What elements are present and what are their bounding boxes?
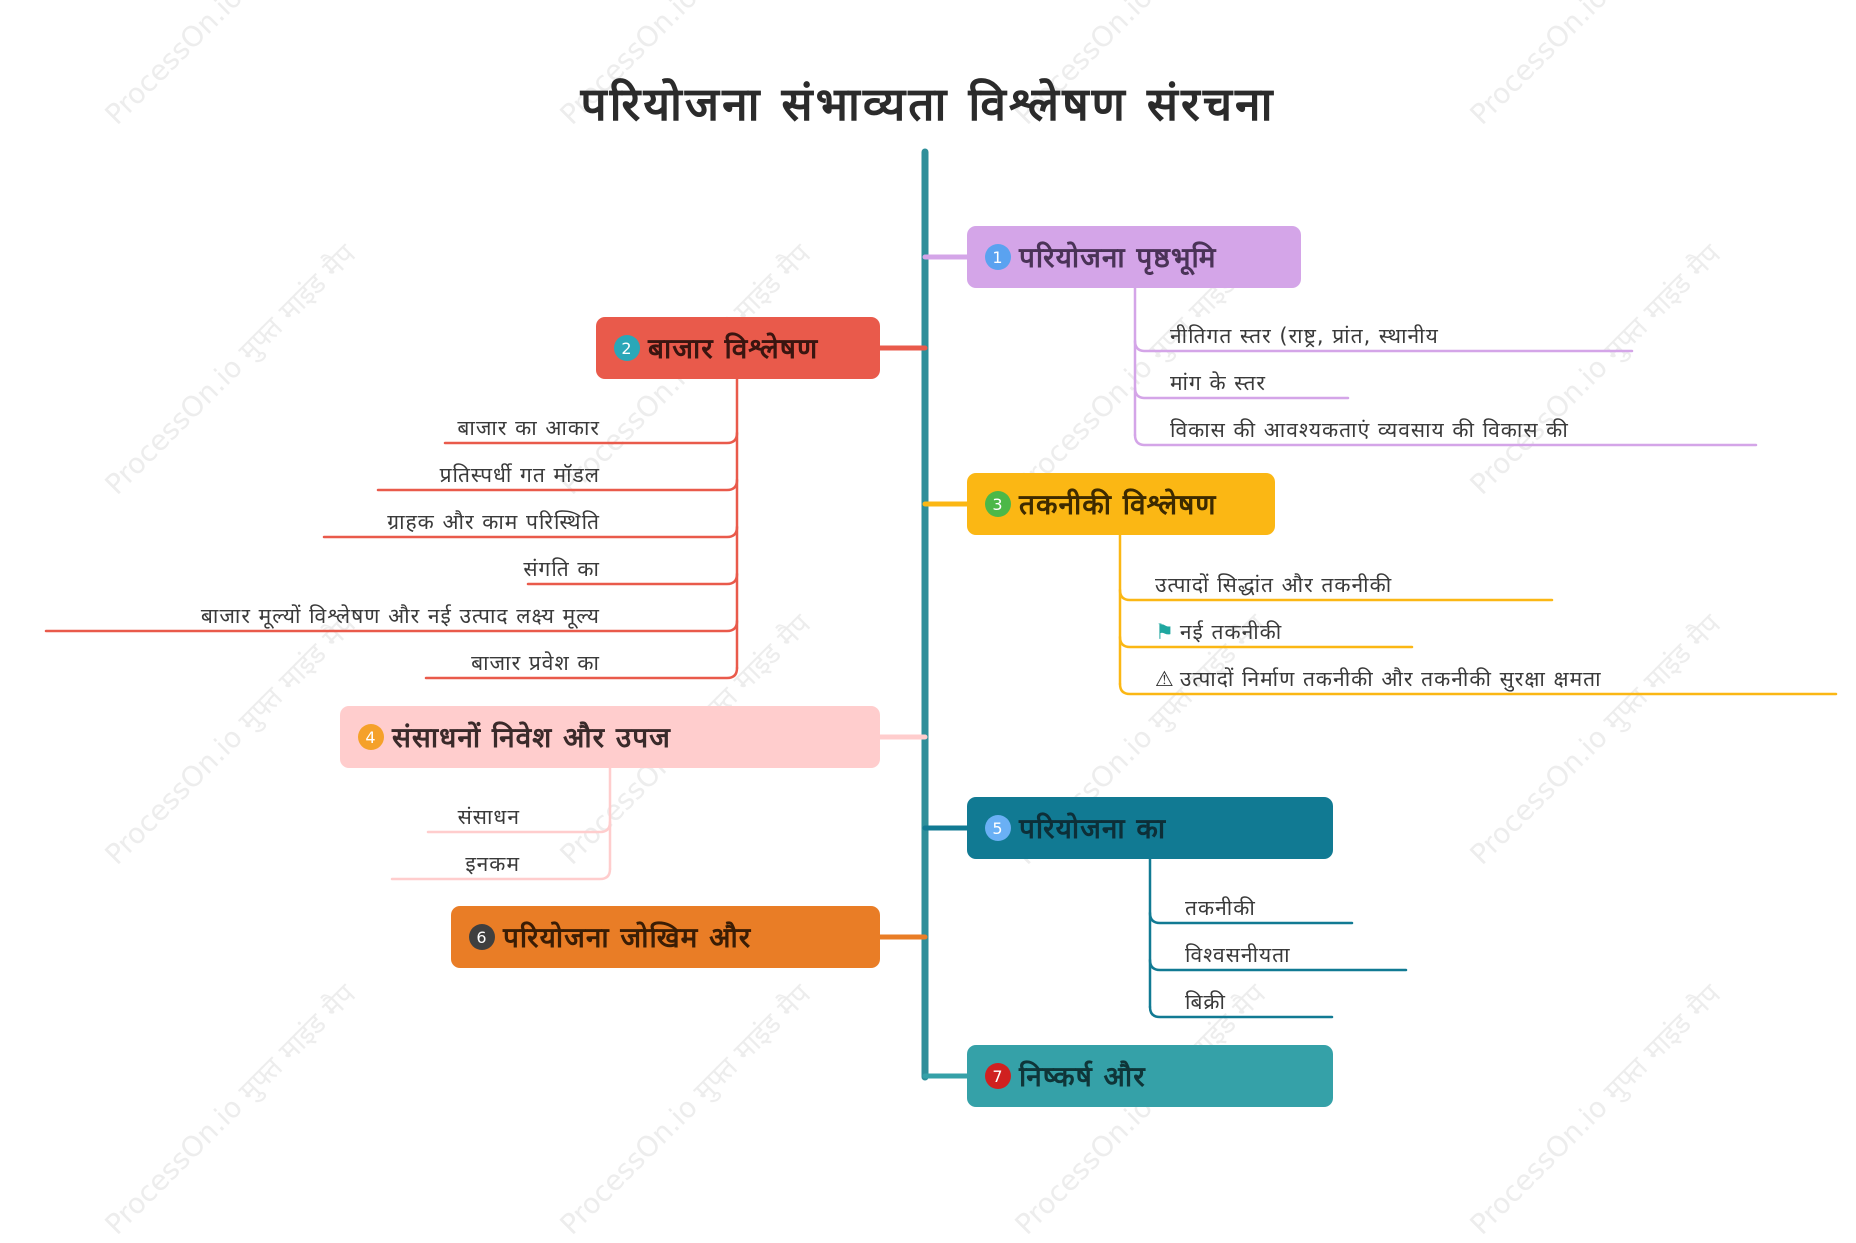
leaf-b2-underline-2 xyxy=(322,525,739,539)
leaf-b3-underline-2 xyxy=(1118,682,1838,696)
leaf-b2-underline-4 xyxy=(44,619,739,633)
leaf-label: बिक्री xyxy=(1185,990,1226,1014)
leaf-label: नीतिगत स्तर (राष्ट्र, प्रांत, स्थानीय xyxy=(1170,324,1439,348)
leaf-b2-3[interactable]: संगति का xyxy=(523,555,600,583)
leaf-label: प्रतिस्पर्धी गत मॉडल xyxy=(439,463,600,487)
leaf-b5-underline-1 xyxy=(1148,958,1408,972)
branch-number-badge: 1 xyxy=(985,244,1011,270)
leaf-label: ग्राहक और काम परिस्थिति xyxy=(387,510,600,534)
leaf-b2-underline-5 xyxy=(424,666,739,680)
leaf-label: विकास की आवश्यकताएं व्यवसाय की विकास की xyxy=(1170,418,1569,442)
branch-number-badge: 6 xyxy=(469,924,495,950)
leaf-label: इनकम xyxy=(465,852,520,876)
leaf-b2-5[interactable]: बाजार प्रवेश का xyxy=(471,649,600,677)
leaf-b3-underline-1 xyxy=(1118,635,1414,649)
leaf-b1-underline-0 xyxy=(1133,339,1634,353)
leaf-b4-1[interactable]: इनकम xyxy=(465,850,520,878)
leaf-b5-0[interactable]: तकनीकी xyxy=(1185,894,1256,922)
branch-node-project-risk[interactable]: 6 परियोजना जोखिम और xyxy=(451,906,880,968)
leaf-label: संगति का xyxy=(523,557,600,581)
leaf-b4-underline-0 xyxy=(426,820,612,834)
leaf-label: उत्पादों निर्माण तकनीकी और तकनीकी सुरक्ष… xyxy=(1179,667,1602,691)
leaf-b5-underline-0 xyxy=(1148,911,1354,925)
branch-node-market-analysis[interactable]: 2 बाजार विश्लेषण xyxy=(596,317,880,379)
leaf-b1-2[interactable]: विकास की आवश्यकताएं व्यवसाय की विकास की xyxy=(1170,416,1569,444)
leaf-label: बाजार का आकार xyxy=(457,416,600,440)
connector-lines xyxy=(44,148,1838,1081)
leaf-label: विश्वसनीयता xyxy=(1185,943,1291,967)
leaf-b3-0[interactable]: उत्पादों सिद्धांत और तकनीकी xyxy=(1155,571,1392,599)
leaf-b1-0[interactable]: नीतिगत स्तर (राष्ट्र, प्रांत, स्थानीय xyxy=(1170,322,1439,350)
leaf-label: नई तकनीकी xyxy=(1179,620,1283,644)
leaf-label: उत्पादों सिद्धांत और तकनीकी xyxy=(1155,573,1393,597)
leaf-b4-underline-1 xyxy=(390,867,612,881)
leaf-b1-underline-1 xyxy=(1133,386,1350,400)
leaf-b1-underline-2 xyxy=(1133,433,1758,447)
leaf-label: मांग के स्तर xyxy=(1170,371,1267,395)
branch-label: परियोजना पृष्ठभूमि xyxy=(1019,241,1217,274)
leaf-b2-underline-0 xyxy=(443,431,739,445)
leaf-b5-2[interactable]: बिक्री xyxy=(1185,988,1226,1016)
leaf-b2-0[interactable]: बाजार का आकार xyxy=(457,414,600,442)
branch-number-badge: 5 xyxy=(985,815,1011,841)
leaf-b3-1[interactable]: ⚑नई तकनीकी xyxy=(1155,618,1282,646)
branch-node-project-background[interactable]: 1 परियोजना पृष्ठभूमि xyxy=(967,226,1301,288)
leaf-b4-0[interactable]: संसाधन xyxy=(458,803,520,831)
branch-label: बाजार विश्लेषण xyxy=(648,332,819,365)
branch-node-resources-investment[interactable]: 4 संसाधनों निवेश और उपज xyxy=(340,706,880,768)
branch-label: निष्कर्ष और xyxy=(1019,1060,1146,1093)
flag-icon: ⚑ xyxy=(1155,620,1175,644)
branch-label: संसाधनों निवेश और उपज xyxy=(392,721,671,754)
leaf-b3-2[interactable]: ⚠उत्पादों निर्माण तकनीकी और तकनीकी सुरक्… xyxy=(1155,665,1602,693)
leaf-b3-underline-0 xyxy=(1118,588,1554,602)
branch-number-badge: 3 xyxy=(985,491,1011,517)
leaf-b2-4[interactable]: बाजार मूल्यों विश्लेषण और नई उत्पाद लक्ष… xyxy=(201,602,600,630)
branch-number-badge: 2 xyxy=(614,335,640,361)
page-title: परियोजना संभाव्यता विश्लेषण संरचना xyxy=(580,77,1276,131)
branch-number-badge: 4 xyxy=(358,724,384,750)
leaf-b2-underline-3 xyxy=(526,572,739,586)
leaf-label: संसाधन xyxy=(457,805,520,829)
leaf-b2-2[interactable]: ग्राहक और काम परिस्थिति xyxy=(387,508,600,536)
leaf-b2-1[interactable]: प्रतिस्पर्धी गत मॉडल xyxy=(440,461,600,489)
branch-node-conclusion[interactable]: 7 निष्कर्ष और xyxy=(967,1045,1333,1107)
leaf-b5-underline-2 xyxy=(1148,1005,1334,1019)
leaf-b2-underline-1 xyxy=(376,478,739,492)
leaf-label: बाजार मूल्यों विश्लेषण और नई उत्पाद लक्ष… xyxy=(200,604,600,628)
branch-label: तकनीकी विश्लेषण xyxy=(1019,488,1217,521)
warning-icon: ⚠ xyxy=(1155,667,1175,691)
leaf-label: बाजार प्रवेश का xyxy=(471,651,600,675)
branch-node-project-feasibility[interactable]: 5 परियोजना का xyxy=(967,797,1333,859)
branch-number-badge: 7 xyxy=(985,1063,1011,1089)
leaf-b1-1[interactable]: मांग के स्तर xyxy=(1170,369,1266,397)
branch-label: परियोजना जोखिम और xyxy=(503,921,752,954)
branch-label: परियोजना का xyxy=(1019,812,1167,845)
leaf-b5-1[interactable]: विश्वसनीयता xyxy=(1185,941,1291,969)
leaf-label: तकनीकी xyxy=(1185,896,1256,920)
branch-node-technical-analysis[interactable]: 3 तकनीकी विश्लेषण xyxy=(967,473,1275,535)
